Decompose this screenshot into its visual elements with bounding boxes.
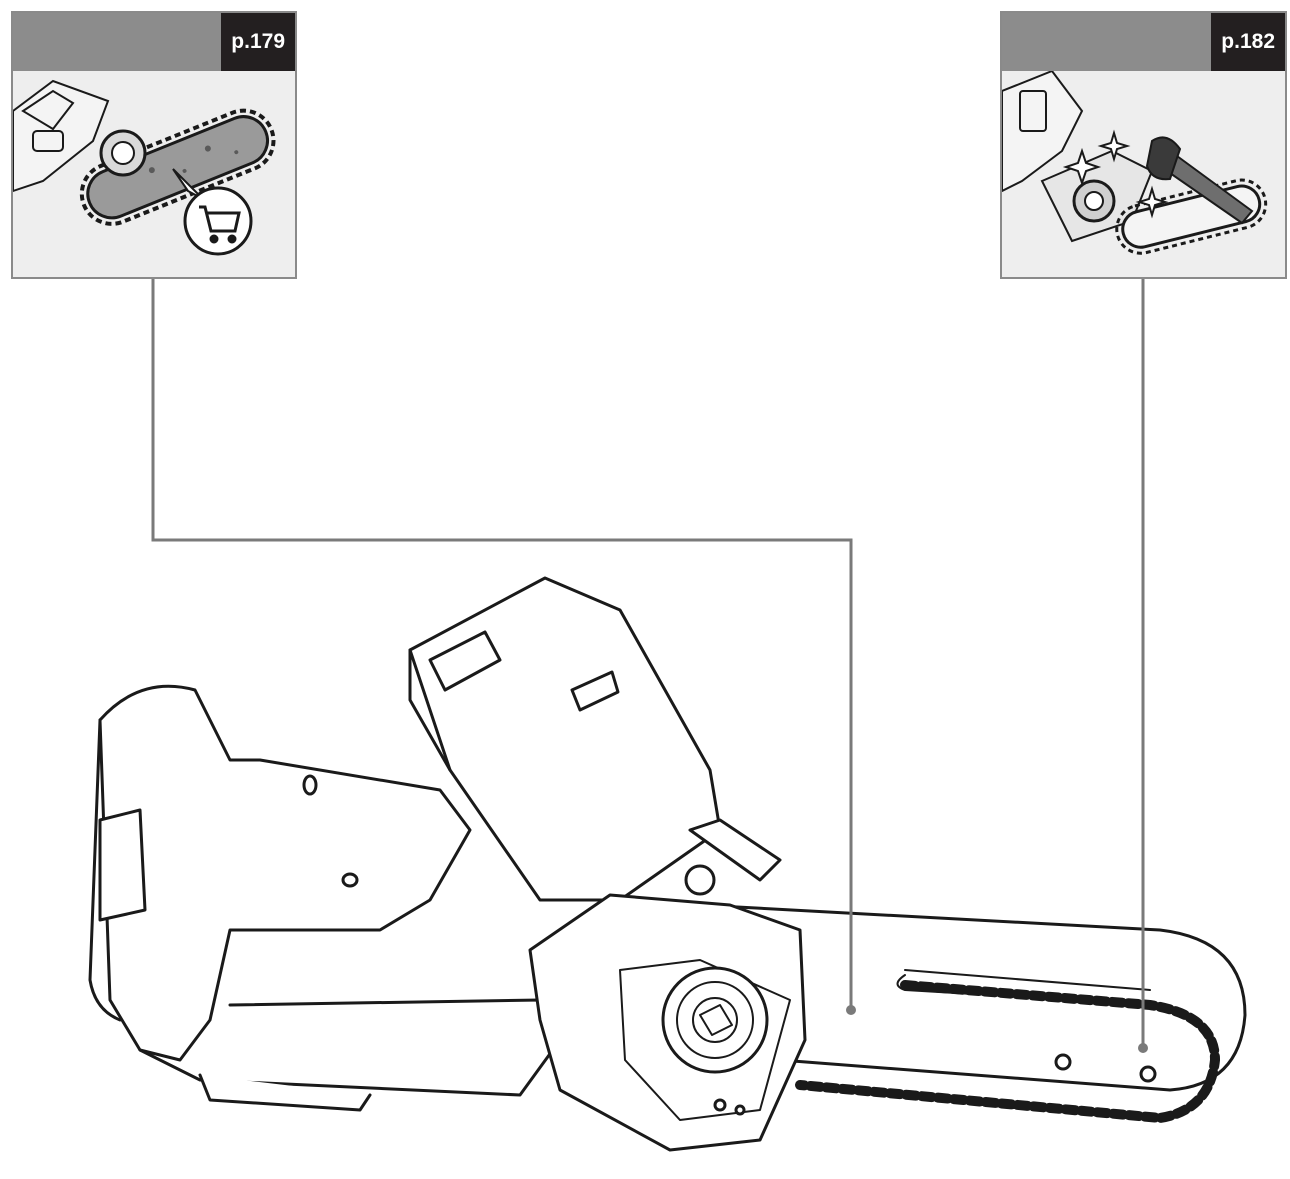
sparkle-icon <box>1062 129 1169 219</box>
leader-line-replacement <box>151 279 853 1010</box>
bar-rivet <box>1054 1053 1072 1071</box>
leader-dot <box>846 1005 856 1015</box>
bar-rivet <box>1139 1065 1157 1083</box>
rear-handle <box>98 684 472 1062</box>
front-hinge <box>684 864 716 896</box>
shopping-cart-icon <box>199 205 241 244</box>
cleaning-brush-icon <box>1145 136 1254 225</box>
saw-chain <box>795 980 1220 1123</box>
tension-knob <box>661 966 769 1074</box>
chain-bar-thumbnail <box>13 79 276 256</box>
cleaning-thumbnail <box>1002 71 1268 255</box>
guide-bar <box>698 903 1247 1092</box>
page-reference-label[interactable]: p.179 <box>221 13 295 71</box>
page-reference-label[interactable]: p.182 <box>1211 13 1285 71</box>
leader-dot <box>1138 1043 1148 1053</box>
callout-cleaning: p.182 <box>1000 11 1287 279</box>
callout-replacement-parts: p.179 <box>11 11 297 279</box>
